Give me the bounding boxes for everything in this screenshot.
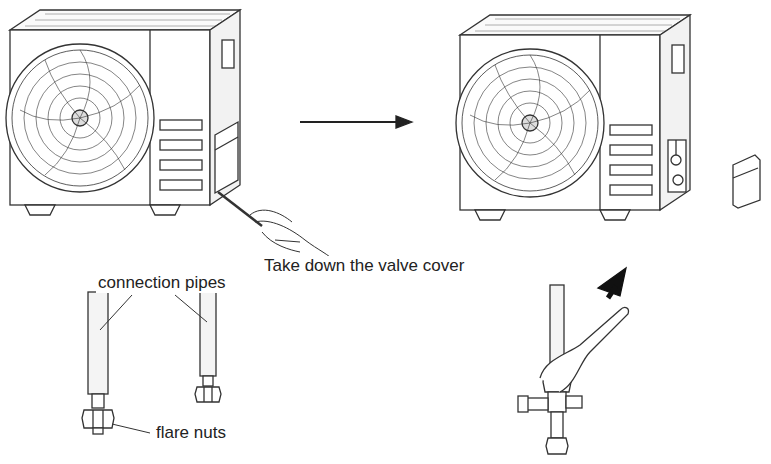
part-label: Take down the valve cover (262, 256, 466, 276)
part-label: flare nuts (154, 423, 228, 443)
part-label: connection pipes (96, 273, 228, 293)
